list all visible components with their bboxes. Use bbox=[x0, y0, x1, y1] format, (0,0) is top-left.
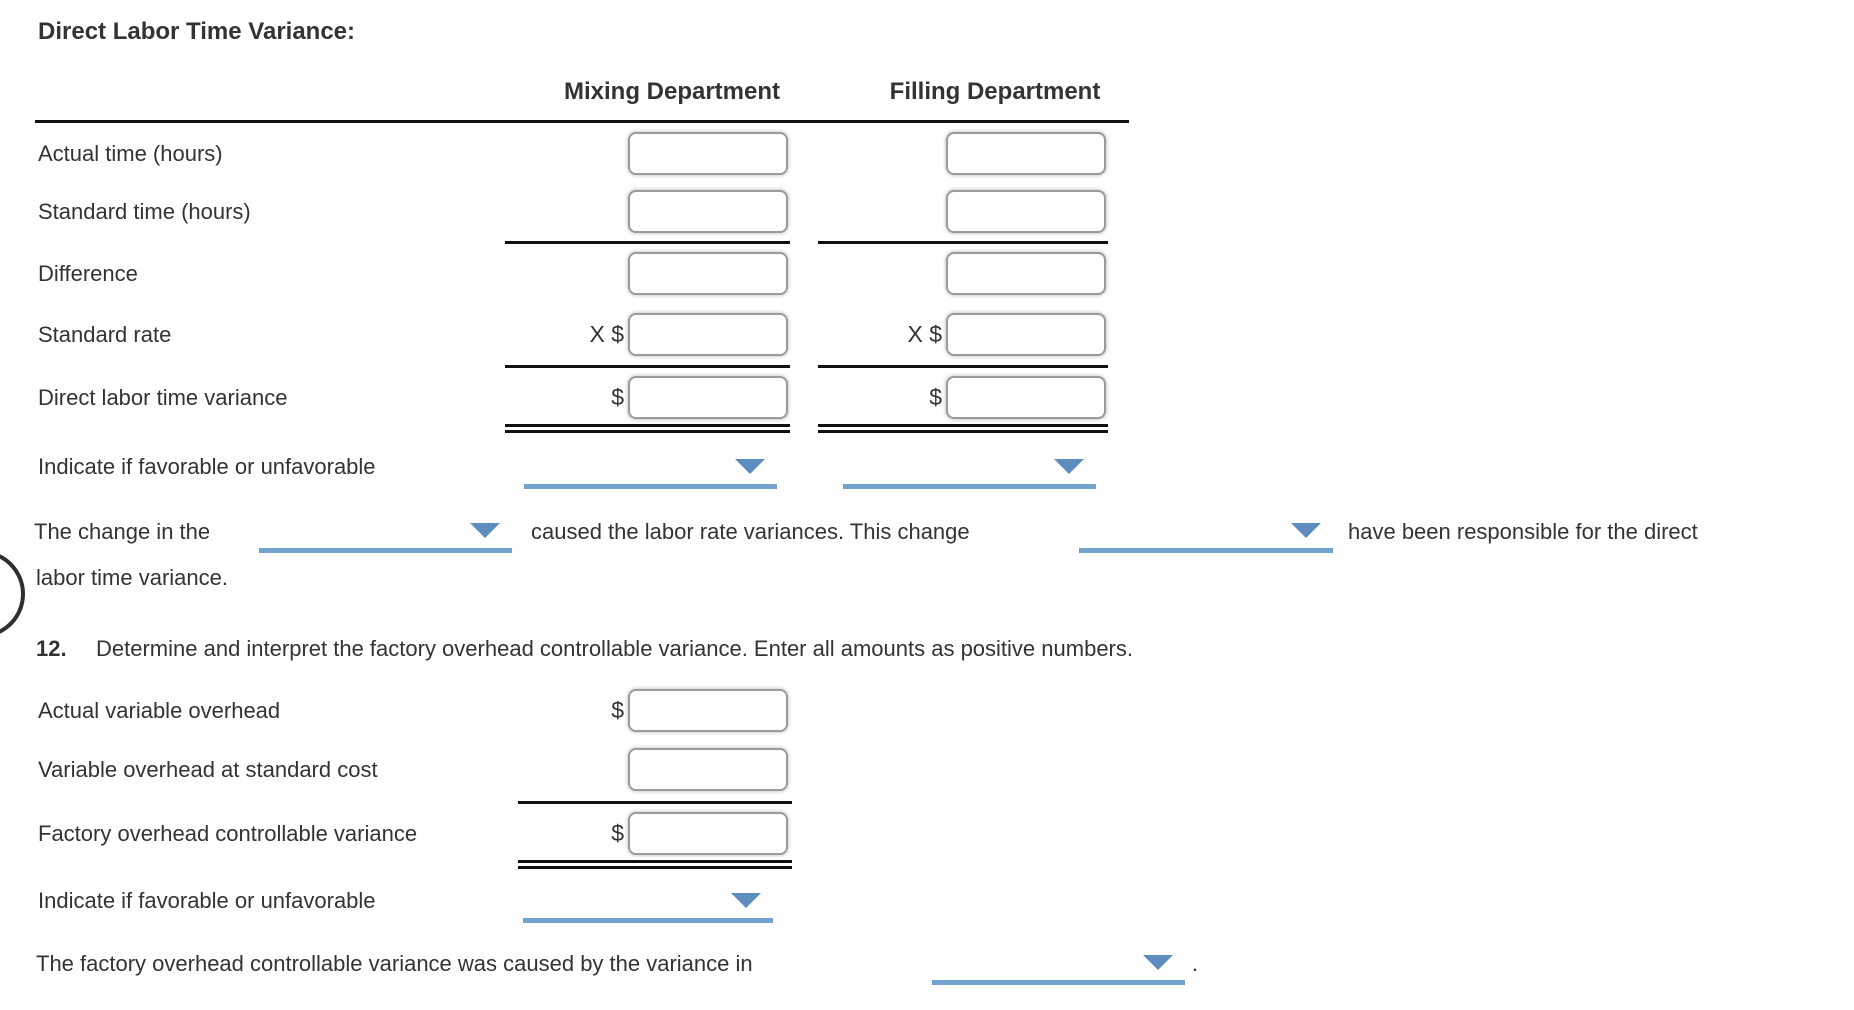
filling-subtotal-rule bbox=[818, 241, 1108, 244]
mixing-standard-time-input[interactable] bbox=[628, 190, 788, 233]
dropdown-caret-icon bbox=[1291, 523, 1321, 538]
filling-actual-time-input[interactable] bbox=[946, 132, 1106, 175]
overhead-subtotal-rule bbox=[518, 801, 792, 804]
column-header-mixing: Mixing Department bbox=[563, 78, 781, 105]
row-label-indicate-overhead: Indicate if favorable or unfavorable bbox=[38, 888, 376, 913]
overhead-favorable-select[interactable] bbox=[523, 884, 773, 923]
row-label-standard-time: Standard time (hours) bbox=[38, 199, 251, 224]
dropdown-caret-icon bbox=[1143, 955, 1173, 970]
page-edge-arc bbox=[0, 550, 25, 638]
mixing-variance-input[interactable] bbox=[628, 376, 788, 419]
mixing-multiply-prefix: X $ bbox=[589, 321, 624, 347]
row-label-controllable-variance: Factory overhead controllable variance bbox=[38, 821, 418, 846]
row-label-actual-overhead: Actual variable overhead bbox=[38, 698, 281, 723]
sentence1-part4: labor time variance. bbox=[36, 565, 228, 590]
question12-sentence: The factory overhead controllable varian… bbox=[36, 951, 753, 976]
section-title: Direct Labor Time Variance: bbox=[38, 18, 356, 45]
row-label-standard-rate: Standard rate bbox=[38, 322, 172, 347]
controllable-dollar-prefix: $ bbox=[611, 820, 624, 846]
overhead-total-double-rule bbox=[518, 860, 792, 869]
standard-overhead-input[interactable] bbox=[628, 748, 788, 791]
filling-difference-input[interactable] bbox=[946, 252, 1106, 295]
filling-variance-input[interactable] bbox=[946, 376, 1106, 419]
dropdown-caret-icon bbox=[470, 523, 500, 538]
filling-rate-rule bbox=[818, 365, 1108, 368]
header-rule bbox=[35, 120, 1129, 123]
change-in-the-select[interactable] bbox=[259, 514, 512, 553]
mixing-dollar-prefix: $ bbox=[611, 384, 624, 410]
sentence1-part1: The change in the bbox=[34, 519, 211, 544]
controllable-variance-input[interactable] bbox=[628, 812, 788, 855]
mixing-rate-rule bbox=[505, 365, 790, 368]
row-label-actual-time: Actual time (hours) bbox=[38, 141, 223, 166]
mixing-actual-time-input[interactable] bbox=[628, 132, 788, 175]
question12-number: 12. bbox=[36, 636, 67, 661]
mixing-total-double-rule bbox=[505, 424, 790, 433]
overhead-dollar-prefix: $ bbox=[611, 697, 624, 723]
sentence1-part3: have been responsible for the direct bbox=[1348, 519, 1698, 544]
mixing-subtotal-rule bbox=[505, 241, 790, 244]
row-label-standard-overhead: Variable overhead at standard cost bbox=[38, 757, 378, 782]
row-label-variance: Direct labor time variance bbox=[38, 385, 288, 410]
filling-favorable-select[interactable] bbox=[843, 450, 1096, 489]
filling-standard-time-input[interactable] bbox=[946, 190, 1106, 233]
row-label-difference: Difference bbox=[38, 261, 138, 286]
variance-cause-select[interactable] bbox=[932, 946, 1185, 985]
mixing-standard-rate-input[interactable] bbox=[628, 313, 788, 356]
filling-total-double-rule bbox=[818, 424, 1108, 433]
mixing-favorable-select[interactable] bbox=[524, 450, 777, 489]
sentence1-part2: caused the labor rate variances. This ch… bbox=[531, 519, 970, 544]
filling-standard-rate-input[interactable] bbox=[946, 313, 1106, 356]
filling-multiply-prefix: X $ bbox=[907, 321, 942, 347]
question12-text: Determine and interpret the factory over… bbox=[96, 636, 1133, 661]
question12-sentence-period: . bbox=[1192, 951, 1199, 976]
dropdown-caret-icon bbox=[735, 459, 765, 474]
row-label-indicate: Indicate if favorable or unfavorable bbox=[38, 454, 376, 479]
actual-overhead-input[interactable] bbox=[628, 689, 788, 732]
column-header-filling: Filling Department bbox=[889, 78, 1101, 105]
mixing-difference-input[interactable] bbox=[628, 252, 788, 295]
filling-dollar-prefix: $ bbox=[929, 384, 942, 410]
dropdown-caret-icon bbox=[1054, 459, 1084, 474]
dropdown-caret-icon bbox=[731, 893, 761, 908]
this-change-select[interactable] bbox=[1079, 514, 1333, 553]
